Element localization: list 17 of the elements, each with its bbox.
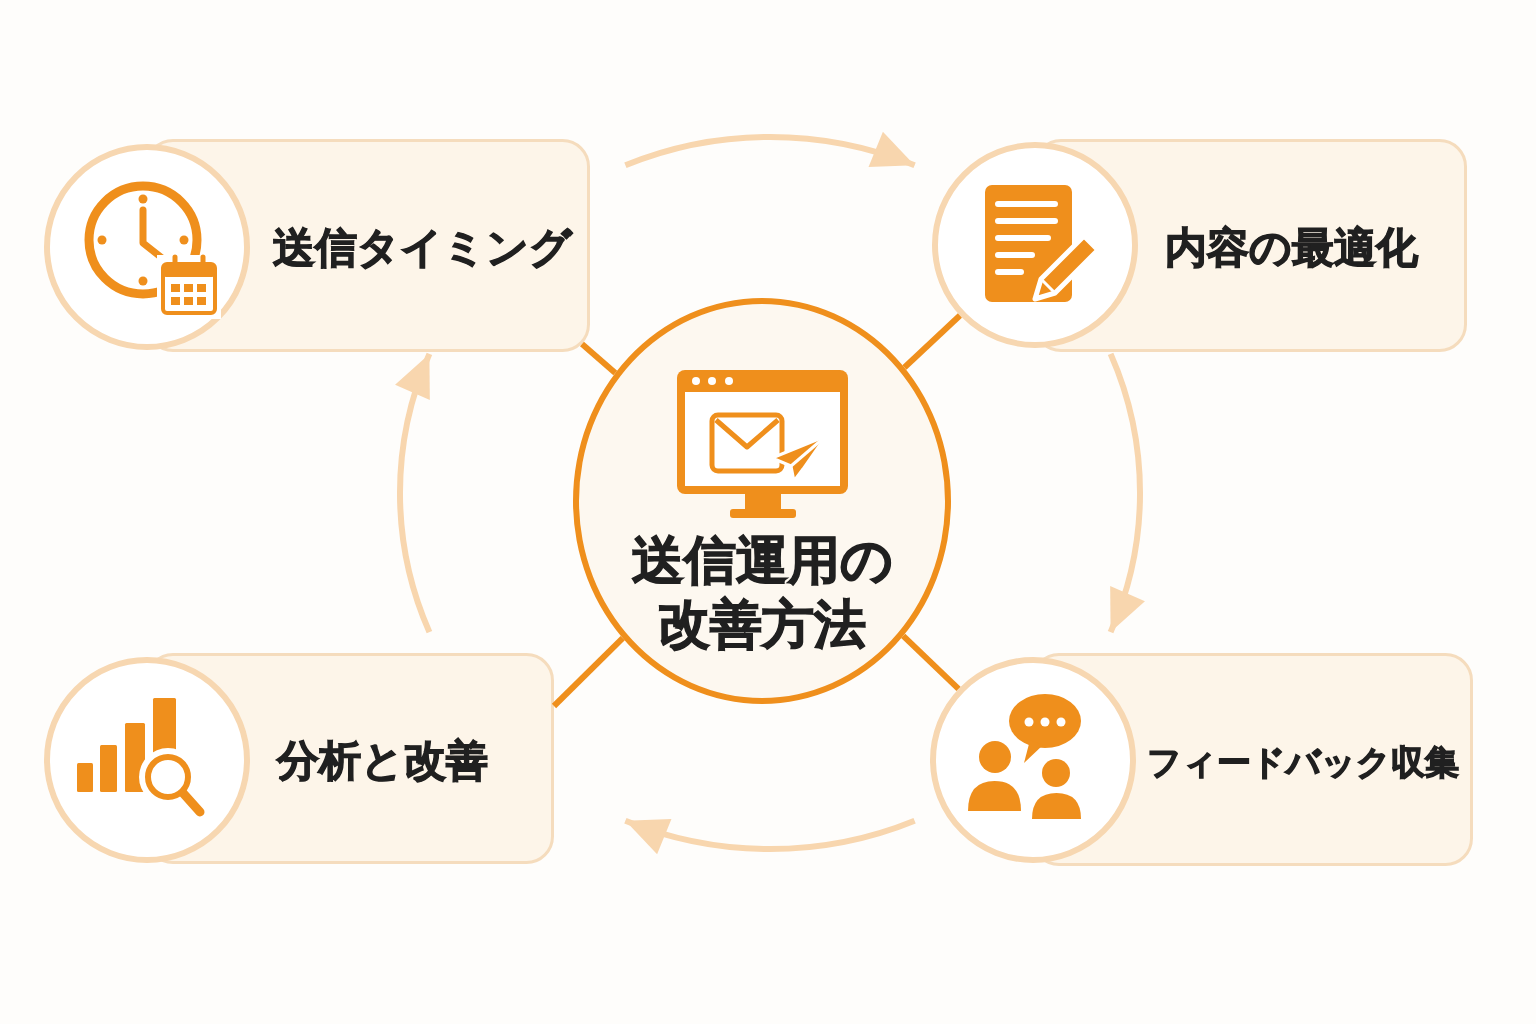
step-card: [43, 653, 554, 864]
step-label: フィードバック収集: [1147, 741, 1459, 784]
hub-title: 送信運用の改善方法: [630, 529, 894, 656]
step-card: [43, 139, 590, 352]
connector-line: [901, 633, 961, 691]
step-label: 内容の最適化: [1165, 222, 1418, 275]
connector-line: [551, 636, 625, 709]
curved-arrow: [624, 816, 916, 853]
step-card: [929, 653, 1473, 866]
curved-arrow: [1107, 352, 1144, 634]
connector-line: [902, 313, 962, 370]
curved-arrow: [624, 133, 916, 170]
step-card: [931, 139, 1467, 352]
step-label: 分析と改善: [277, 735, 488, 788]
step-label: 送信タイミング: [273, 222, 572, 275]
connector-line: [580, 341, 618, 376]
curved-arrow: [396, 352, 433, 634]
